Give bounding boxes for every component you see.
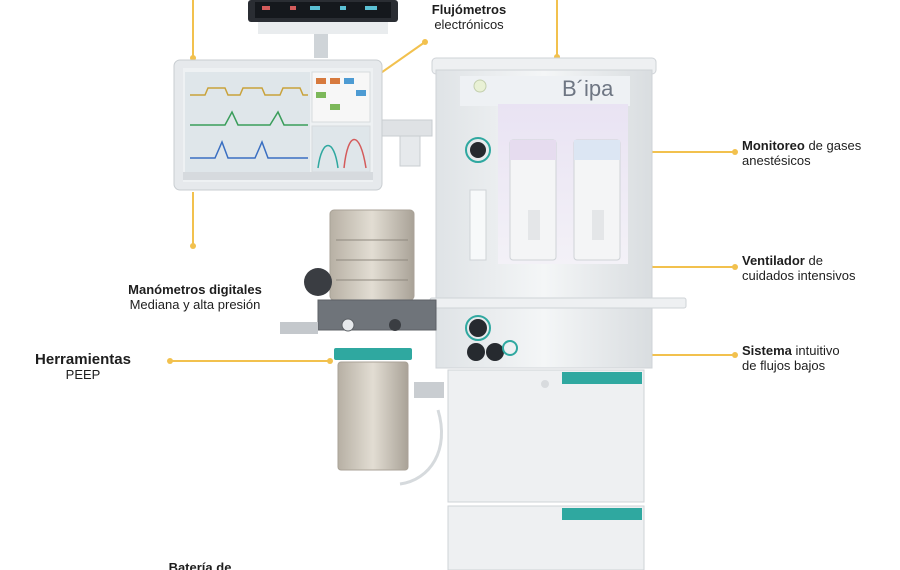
top-monitor: [248, 0, 398, 58]
label-herramientas: Herramientas PEEP: [35, 351, 131, 382]
label-monitoreo: Monitoreo de gases anestésicos: [742, 138, 862, 168]
monitor-arm: [381, 119, 433, 137]
label-flujometros: Flujómetros electrónicos: [431, 2, 507, 32]
breathing-system: [280, 209, 444, 486]
label-sistema: Sistema intuitivo de flujos bajos: [742, 343, 840, 373]
label-manometros: Manómetros digitales Mediana y alta pres…: [128, 282, 262, 312]
machine-body: [429, 57, 687, 570]
label-bateria: Batería de: [168, 560, 232, 570]
label-ventilador: Ventilador de cuidados intensivos: [742, 253, 856, 283]
main-screen: [173, 59, 383, 191]
brand-logo: B´ipa: [562, 76, 614, 101]
